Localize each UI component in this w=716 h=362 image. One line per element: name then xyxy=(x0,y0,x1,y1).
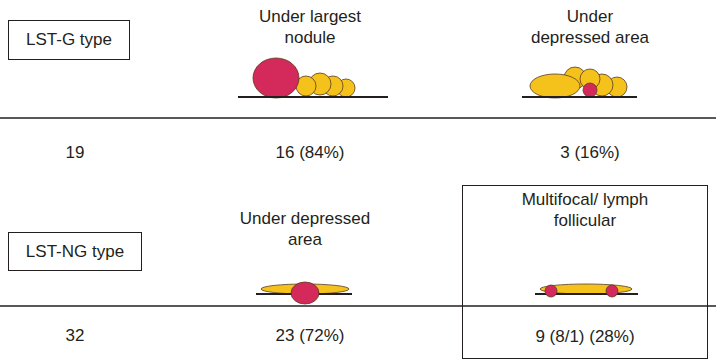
count-value: 9 (8/1) (28%) xyxy=(463,326,707,347)
position-heading: Under largest nodule xyxy=(245,6,375,48)
count-value: 3 (16%) xyxy=(525,142,655,163)
count-total: 32 xyxy=(35,325,115,346)
count-value: 16 (84%) xyxy=(245,142,375,163)
group-heading: Multifocal/ lymph follicular xyxy=(510,189,660,231)
type-box: LST-G type xyxy=(8,20,130,60)
position-heading: Under depressed area xyxy=(525,6,655,48)
lesion-figure xyxy=(238,58,388,98)
type-label: LST-NG type xyxy=(9,241,141,262)
row-divider xyxy=(0,117,716,119)
count-value: 23 (72%) xyxy=(245,325,375,346)
count-total: 19 xyxy=(35,142,115,163)
type-box: LST-NG type xyxy=(8,232,142,271)
type-label: LST-G type xyxy=(9,29,129,50)
group-box: Multifocal/ lymph follicular 9 (8/1) (28%… xyxy=(462,185,708,359)
lesion-figure xyxy=(522,67,637,98)
lesion-figure xyxy=(256,282,352,304)
row-divider xyxy=(0,305,716,307)
lesion-figure xyxy=(535,284,638,297)
position-heading: Under depressed area xyxy=(230,208,380,250)
